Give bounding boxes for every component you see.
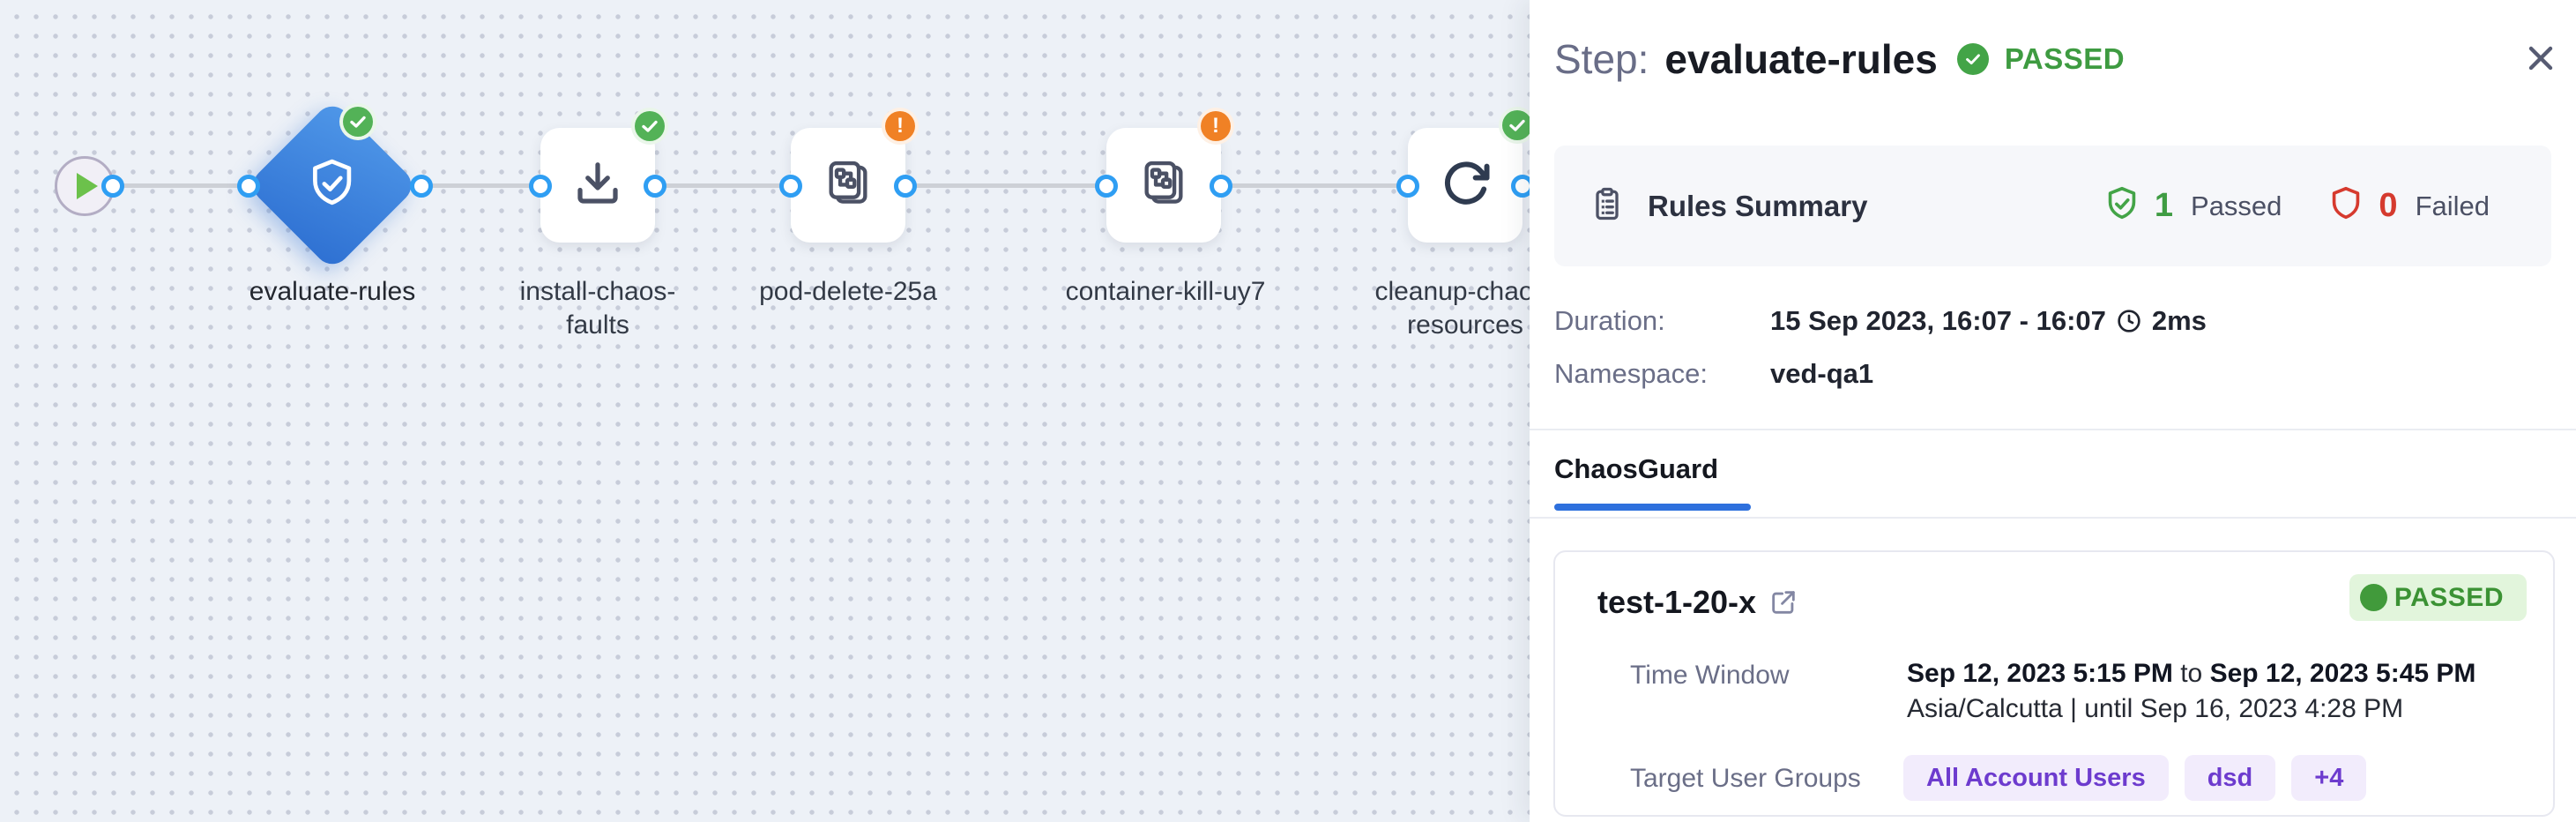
node-label-evaluate-rules: evaluate-rules: [249, 277, 416, 306]
port[interactable]: [779, 175, 802, 198]
chaos-fault-icon: [823, 158, 874, 213]
label-line: install-chaos-: [519, 277, 676, 306]
node-pod-delete-25a[interactable]: [791, 128, 905, 243]
refresh-icon: [1438, 156, 1493, 215]
port[interactable]: [1396, 175, 1419, 198]
condition-name[interactable]: test-1-20-x: [1597, 584, 1757, 620]
tab-chaosguard[interactable]: ChaosGuard: [1554, 453, 1719, 484]
label-line: resources: [1407, 310, 1523, 340]
check-circle-icon: [1956, 43, 1989, 75]
duration-value: 15 Sep 2023, 16:07 - 16:07: [1770, 305, 2106, 336]
node-label-pod-delete-25a: pod-delete-25a: [759, 277, 937, 306]
port[interactable]: [894, 175, 917, 198]
clock-icon: [2115, 307, 2143, 335]
failed-label: Failed: [2415, 190, 2490, 221]
namespace-row: Namespace: ved-qa1: [1554, 358, 1873, 390]
node-label-cleanup-chaos-resources: cleanup-chaos- resources: [1374, 275, 1555, 342]
node-container-kill-uy7[interactable]: [1106, 128, 1221, 243]
step-status-badge: PASSED: [2004, 42, 2126, 75]
time-window-join: to: [2180, 659, 2203, 688]
time-window-value: Sep 12, 2023 5:15 PM to Sep 12, 2023 5:4…: [1907, 659, 2475, 689]
chaosguard-condition-card: test-1-20-x PASSED Time Window Sep 12, 2…: [1553, 550, 2555, 817]
user-group-pill[interactable]: +4: [2291, 755, 2367, 801]
clipboard-icon: [1588, 184, 1627, 228]
status-warning-badge: !: [1197, 108, 1234, 145]
step-name: evaluate-rules: [1664, 36, 1938, 82]
label-line: faults: [566, 310, 629, 340]
condition-status-badge: PASSED: [2349, 574, 2527, 621]
step-prefix: Step:: [1554, 36, 1649, 82]
rules-summary-title: Rules Summary: [1648, 189, 1868, 222]
divider: [1530, 517, 2576, 519]
namespace-label: Namespace:: [1554, 358, 1709, 389]
port[interactable]: [1210, 175, 1232, 198]
failed-count: 0: [2379, 187, 2398, 224]
tab-active-underline: [1554, 504, 1751, 511]
target-user-groups-label: Target User Groups: [1630, 764, 1861, 793]
port[interactable]: [529, 175, 552, 198]
label-line: cleanup-chaos-: [1374, 277, 1556, 306]
timezone-line: Asia/Calcutta | until Sep 16, 2023 4:28 …: [1907, 694, 2404, 723]
passed-count: 1: [2154, 187, 2174, 224]
time-window-end: Sep 12, 2023 5:45 PM: [2209, 659, 2476, 688]
user-group-pill[interactable]: All Account Users: [1903, 755, 2169, 801]
close-icon[interactable]: [2520, 37, 2562, 79]
target-user-groups: All Account Users dsd +4: [1903, 755, 2367, 801]
step-details-panel: Step: evaluate-rules PASSED: [1530, 0, 2576, 822]
external-link-icon[interactable]: [1768, 587, 1798, 617]
duration-row: Duration: 15 Sep 2023, 16:07 - 16:07 2ms: [1554, 305, 2207, 337]
panel-header: Step: evaluate-rules PASSED: [1554, 35, 2125, 83]
shield-check-green-icon: [2102, 183, 2142, 228]
port[interactable]: [410, 175, 433, 198]
passed-label: Passed: [2191, 190, 2282, 221]
shield-red-icon: [2326, 183, 2366, 228]
divider: [1530, 429, 2576, 430]
play-icon: [77, 173, 98, 199]
duration-label: Duration:: [1554, 305, 1665, 336]
node-evaluate-rules[interactable]: [246, 99, 419, 272]
port[interactable]: [644, 175, 666, 198]
node-install-chaos-faults[interactable]: [540, 128, 655, 243]
status-warning-badge: !: [882, 108, 919, 145]
download-icon: [571, 157, 624, 214]
duration-elapsed: 2ms: [2151, 305, 2207, 336]
time-window-start: Sep 12, 2023 5:15 PM: [1907, 659, 2173, 688]
time-window-label: Time Window: [1630, 661, 1790, 690]
status-check-badge: [631, 108, 668, 145]
chaos-fault-icon: [1138, 158, 1189, 213]
user-group-pill[interactable]: dsd: [2184, 755, 2276, 801]
rules-summary-card: Rules Summary 1 Passed 0 F: [1554, 146, 2551, 266]
port[interactable]: [1095, 175, 1118, 198]
status-check-badge: [339, 103, 376, 140]
node-label-install-chaos-faults: install-chaos- faults: [520, 275, 676, 342]
passed-stat: 1 Passed: [2102, 183, 2282, 228]
port[interactable]: [101, 175, 124, 198]
shield-check-icon: [303, 154, 361, 217]
namespace-value: ved-qa1: [1770, 358, 1874, 389]
failed-stat: 0 Failed: [2326, 183, 2490, 228]
condition-status-text: PASSED: [2394, 582, 2504, 612]
node-cleanup-chaos-resources[interactable]: [1408, 128, 1523, 243]
node-label-container-kill-uy7: container-kill-uy7: [1065, 277, 1266, 306]
green-dot-icon: [2359, 584, 2387, 611]
port[interactable]: [237, 175, 260, 198]
